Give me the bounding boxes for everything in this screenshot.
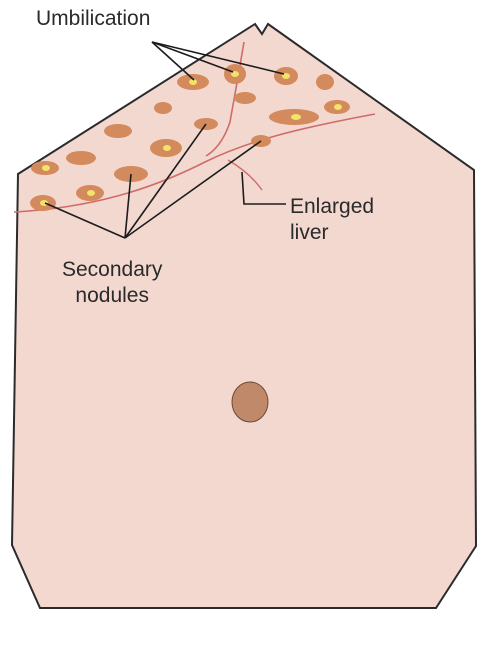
enlarged-liver-label: Enlarged liver [290, 194, 374, 246]
umbilicus [232, 382, 268, 422]
umbilication-core [163, 145, 171, 151]
nodule [234, 92, 256, 104]
nodule [66, 151, 96, 165]
umbilication-core [291, 114, 301, 120]
umbilication-label: Umbilication [36, 6, 150, 32]
umbilication-core [42, 165, 50, 171]
secondary-nodules-label: Secondary nodules [62, 257, 162, 309]
nodule [316, 74, 334, 90]
nodule [104, 124, 132, 138]
nodule [154, 102, 172, 114]
abdomen-outline [12, 24, 476, 608]
umbilication-core [87, 190, 95, 196]
umbilication-core [334, 104, 342, 110]
